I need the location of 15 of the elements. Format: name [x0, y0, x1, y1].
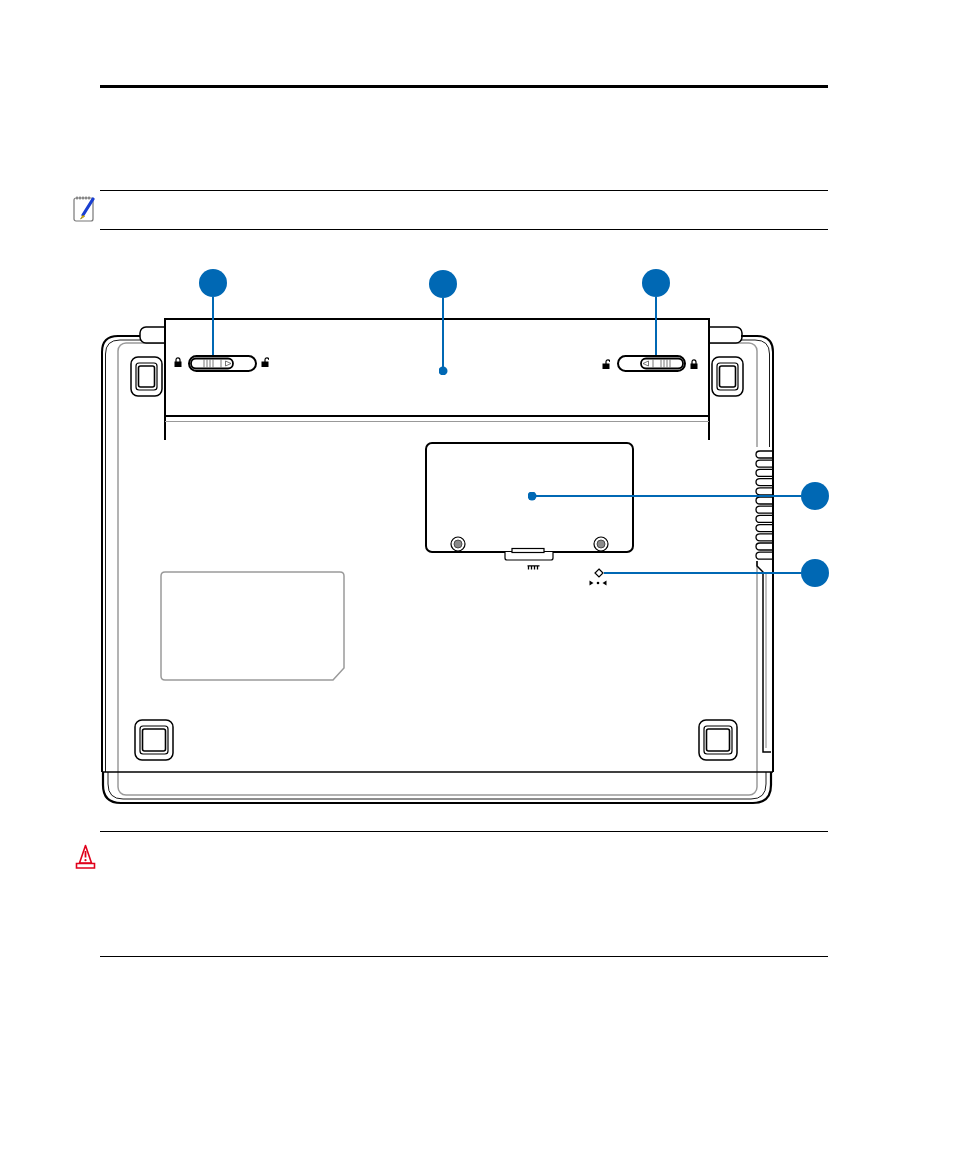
callout-circle [199, 269, 227, 297]
pinhole-marker [594, 568, 604, 578]
lock-switch [617, 355, 686, 372]
leader-line [212, 296, 214, 356]
leader-line [603, 572, 802, 574]
leader-line [655, 296, 657, 356]
lock-switch [188, 355, 257, 372]
callout-circle [642, 269, 670, 297]
callout-circle [801, 482, 829, 510]
callout-circle [429, 270, 457, 298]
compartment-cover [424, 441, 635, 561]
battery-pack [164, 318, 710, 440]
leader-line [438, 297, 448, 376]
leader-line [527, 491, 802, 501]
callout-circle [801, 559, 829, 587]
